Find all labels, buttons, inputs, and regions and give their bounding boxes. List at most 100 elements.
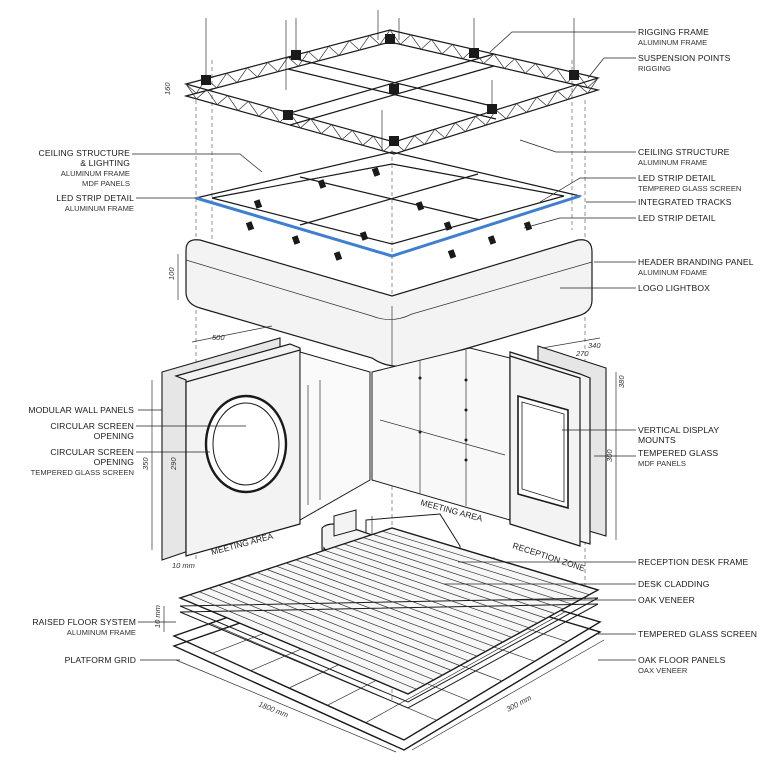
floor-plank: [208, 588, 435, 681]
floor-length-dim: 1800 mm: [257, 700, 289, 720]
label-led-strip-detail-right-2: LED STRIP DETAIL: [638, 213, 716, 223]
label-tempered-glass-right-sub: MDF PANELS: [638, 459, 686, 468]
floor-plank: [324, 549, 538, 624]
floor-thickness-dim: 10 mm: [153, 605, 162, 628]
callouts-right: RIGGING FRAME ALUMINUM FRAME SUSPENSION …: [638, 27, 757, 675]
label-header-branding-panel: HEADER BRANDING PANEL: [638, 257, 754, 267]
truss-lattice: [310, 118, 322, 134]
wall-thickness-dim: 10 mm: [172, 561, 195, 570]
truss-lattice: [504, 58, 516, 69]
truss-lattice: [267, 62, 279, 72]
label-tempered-glass-screen-floor: TEMPERED GLASS SCREEN: [638, 629, 757, 639]
floor-plank: [314, 553, 530, 629]
truss-lattice: [338, 40, 350, 56]
floor-plank: [372, 534, 581, 600]
label-ceiling-structure-left-2: & LIGHTING: [80, 158, 130, 168]
truss-lattice: [216, 73, 228, 89]
truss-lattice: [587, 77, 599, 94]
truss-lattice: [577, 84, 589, 94]
floor-plank: [237, 578, 460, 666]
rigging-frame: 160: [163, 10, 601, 155]
label-reception-desk-frame: RECEPTION DESK FRAME: [638, 557, 749, 567]
truss-lattice: [227, 95, 239, 111]
label-raised-floor-system-sub: ALUMINUM FRAME: [67, 628, 136, 637]
label-oak-veneer: OAK VENEER: [638, 595, 695, 605]
truss-lattice: [185, 83, 197, 100]
label-rigging-frame-sub: ALUMINUM FRAME: [638, 38, 707, 47]
floor-plank: [285, 562, 504, 643]
truss-lattice: [505, 103, 517, 119]
truss-lattice: [308, 51, 319, 62]
header-height-dim: 100: [167, 267, 176, 280]
floor-plank: [199, 591, 426, 685]
truss-lattice: [495, 109, 507, 120]
label-circular-screen-1b: OPENING: [94, 431, 135, 441]
ceiling-structure: [193, 151, 583, 261]
truss-lattice: [546, 90, 558, 107]
label-platform-grid: PLATFORM GRID: [65, 655, 136, 665]
truss-lattice: [236, 67, 248, 83]
right-wall-height-1: 380: [617, 375, 626, 388]
truss-lattice: [434, 128, 446, 139]
floor-plank: [189, 594, 417, 690]
truss-lattice: [441, 44, 453, 55]
label-led-strip-detail-right-sub: TEMPERED GLASS SCREEN: [638, 184, 741, 193]
truss-lattice: [352, 130, 364, 146]
truss-lattice: [424, 129, 436, 145]
svg-text:160: 160: [163, 82, 172, 95]
label-tempered-glass-right: TEMPERED GLASS: [638, 448, 718, 458]
label-ceiling-structure-left-3: ALUMINUM FRAME: [61, 169, 130, 178]
truss-lattice: [389, 29, 401, 45]
truss-lattice: [475, 116, 487, 126]
spotlight-icon: [415, 201, 425, 211]
right-wall-width-2: 270: [575, 349, 589, 358]
truss-lattice: [362, 135, 374, 146]
right-wall-height-2: 300: [605, 449, 614, 462]
spotlight-icon: [523, 221, 533, 231]
label-circular-screen-2-sub: TEMPERED GLASS SCREEN: [31, 468, 134, 477]
spotlight-icon: [487, 235, 497, 245]
truss-lattice: [185, 83, 197, 94]
label-suspension-points: SUSPENSION POINTS: [638, 53, 731, 63]
label-vertical-display-1: VERTICAL DISPLAY: [638, 425, 719, 435]
truss-lattice: [300, 118, 312, 129]
truss-lattice: [258, 106, 270, 117]
label-led-strip-detail-right: LED STRIP DETAIL: [638, 173, 716, 183]
truss-lattice: [331, 124, 343, 140]
truss-lattice: [369, 35, 381, 45]
floor-plank: [276, 565, 495, 648]
truss-lattice: [226, 72, 238, 83]
truss-lattice: [297, 51, 309, 67]
leader-lines: [132, 31, 636, 661]
floor-plank: [247, 575, 469, 662]
truss-lattice: [452, 44, 464, 60]
truss-lattice: [420, 39, 432, 50]
label-desk-cladding: DESK CLADDING: [638, 579, 710, 589]
floor-plank: [295, 559, 512, 638]
floor-plank: [305, 556, 521, 633]
spotlight-icon: [359, 231, 369, 241]
label-oak-floor-panels: OAK FLOOR PANELS: [638, 655, 726, 665]
callouts-left: CEILING STRUCTURE & LIGHTING ALUMINUM FR…: [28, 148, 136, 665]
label-modular-wall-panels: MODULAR WALL PANELS: [28, 405, 134, 415]
truss-lattice: [516, 103, 527, 113]
truss-lattice: [372, 135, 384, 152]
left-wall-inner-dim: 290: [169, 457, 178, 471]
spotlight-icon: [317, 179, 327, 189]
floor-plank: [218, 584, 443, 676]
label-led-strip-detail-left-sub: ALUMINUM FRAME: [65, 204, 134, 213]
truss-lattice: [493, 53, 505, 69]
spotlight-icon: [253, 199, 263, 209]
truss-lattice: [206, 89, 218, 105]
truss-lattice: [514, 58, 526, 74]
label-rigging-frame: RIGGING FRAME: [638, 27, 709, 37]
truss-lattice: [526, 97, 538, 113]
truss-lattice: [348, 40, 360, 51]
spotlight-icon: [447, 249, 457, 259]
truss-lattice: [320, 124, 332, 134]
left-wall-height-dim: 350: [141, 457, 150, 470]
label-suspension-points-sub: RIGGING: [638, 64, 671, 73]
truss-lattice: [410, 34, 422, 50]
center-back-wall: MEETING AREA: [371, 347, 511, 524]
